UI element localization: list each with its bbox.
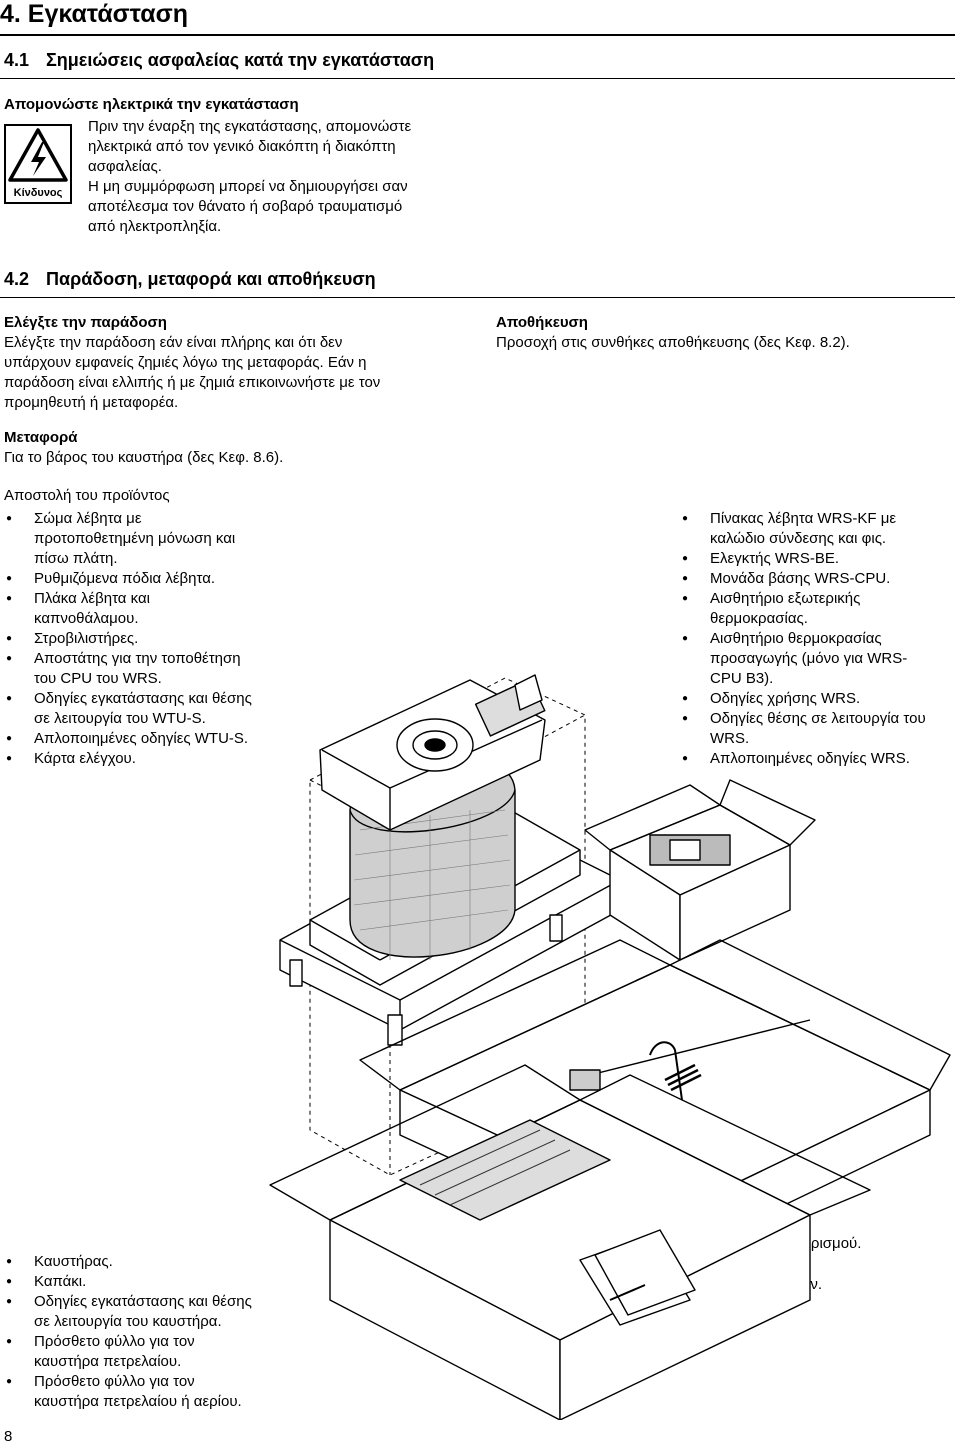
- list-item-line: Οδηγίες χρήσης WRS.: [710, 690, 861, 707]
- check-delivery-heading: Ελέγξτε την παράδοση: [4, 314, 167, 331]
- text-line: Ελέγξτε την παράδοση εάν είναι πλήρης κα…: [4, 334, 343, 351]
- list-item-line: Αποστάτης για την τοποθέτηση: [34, 650, 241, 667]
- list-item-line: Οδηγίες εγκατάστασης και θέσης: [34, 690, 252, 707]
- text-line: ασφαλείας.: [88, 158, 162, 175]
- list-item-line: καυστήρα πετρελαίου.: [34, 1353, 182, 1370]
- list-item-line: Πίνακας λέβητα WRS-KF με: [710, 510, 897, 527]
- list-item-line: Απλοποιημένες οδηγίες WRS.: [710, 750, 910, 767]
- list-item: Πρόσθετο φύλλο για τον καυστήρα πετρελαίο…: [4, 1332, 304, 1372]
- text-line: ηλεκτρικά από τον γενικό διακόπτη ή διακ…: [88, 138, 396, 155]
- list-item-line: καλώδιο σύνδεσης και φις.: [710, 530, 887, 547]
- storage-heading: Αποθήκευση: [496, 314, 588, 331]
- storage-text: Προσοχή στις συνθήκες αποθήκευσης (δες Κ…: [496, 334, 850, 351]
- list-item: Σώμα λέβητα με προτοποθετημένη μόνωση και…: [4, 509, 304, 569]
- list-item-line: Σώμα λέβητα με: [34, 510, 142, 527]
- list-item-line: Στροβιλιστήρες.: [34, 630, 139, 647]
- text-line: υπάρχουν εμφανείς ζημιές λόγω της μεταφο…: [4, 354, 367, 371]
- list-item: Αποστάτης για την τοποθέτηση του CPU του …: [4, 649, 304, 689]
- list-item-line: Πρόσθετο φύλλο για τον: [34, 1333, 195, 1350]
- list-item-line: Πλάκα λέβητα και: [34, 590, 150, 607]
- text-line: από ηλεκτροπληξία.: [88, 218, 222, 235]
- transport-heading: Μεταφορά: [4, 429, 78, 446]
- isolate-text: Πριν την έναρξη της εγκατάστασης, απομον…: [88, 117, 468, 237]
- list-item: Οδηγίες εγκατάστασης και θέσης σε λειτουρ…: [4, 1292, 304, 1332]
- list-item-line: Ρυθμιζόμενα πόδια λέβητα.: [34, 570, 216, 587]
- page-number: 8: [4, 1428, 13, 1445]
- list-item-line: σε λειτουργία του WTU-S.: [34, 710, 206, 727]
- list-item-line: Ελεγκτής WRS-BE.: [710, 550, 840, 567]
- text-line: Πριν την έναρξη της εγκατάστασης, απομον…: [88, 118, 412, 135]
- list-item-line: προσαγωγής (μόνο για WRS-: [710, 650, 908, 667]
- shipment-list-boiler: Σώμα λέβητα με προτοποθετημένη μόνωση και…: [4, 509, 304, 769]
- list-item-line: προτοποθετημένη μόνωση και: [34, 530, 236, 547]
- list-item-line: πίσω πλάτη.: [34, 550, 118, 567]
- list-item-line: Οδηγίες θέσης σε λειτουργία του: [710, 710, 926, 727]
- list-item-line: WRS.: [710, 730, 750, 747]
- section-title: 4. Εγκατάσταση: [0, 0, 955, 36]
- isolate-subheading: Απομονώστε ηλεκτρικά την εγκατάσταση: [4, 96, 299, 113]
- section-4-1-title: Σημειώσεις ασφαλείας κατά την εγκατάστασ…: [46, 50, 435, 70]
- shipment-list-burner: Καυστήρας. Καπάκι. Οδηγίες εγκατάστασης κα…: [4, 1252, 304, 1412]
- transport-text: Για το βάρος του καυστήρα (δες Κεφ. 8.6)…: [4, 449, 284, 466]
- shipment-illustration: [269, 674, 951, 1420]
- list-item: Πίνακας λέβητα WRS-KF με καλώδιο σύνδεσης…: [680, 509, 956, 549]
- section-4-2-title: Παράδοση, μεταφορά και αποθήκευση: [46, 269, 376, 289]
- list-item-line: Κάρτα ελέγχου.: [34, 750, 136, 767]
- list-item: Αισθητήριο εξωτερικής θερμοκρασίας.: [680, 589, 956, 629]
- text-line: Η μη συμμόρφωση μπορεί να δημιουργήσει σ…: [88, 178, 408, 195]
- list-item: Οδηγίες εγκατάστασης και θέσης σε λειτουρ…: [4, 689, 304, 729]
- section-4-1-heading: 4.1 Σημειώσεις ασφαλείας κατά την εγκατάσ…: [0, 50, 956, 79]
- list-item-line: καπνοθάλαμου.: [34, 610, 139, 627]
- list-item: Ελεγκτής WRS-BE.: [680, 549, 956, 569]
- danger-label: Κίνδυνος: [13, 187, 63, 199]
- text-line: παράδοση είναι ελλιπής ή με ζημιά επικοι…: [4, 374, 381, 391]
- list-item-line: σε λειτουργία του καυστήρα.: [34, 1313, 222, 1330]
- list-item: Πρόσθετο φύλλο για τον καυστήρα πετρελαίο…: [4, 1372, 304, 1412]
- list-item-line: Οδηγίες εγκατάστασης και θέσης: [34, 1293, 252, 1310]
- list-item-line: καυστήρα πετρελαίου ή αερίου.: [34, 1393, 242, 1410]
- list-item-line: Καυστήρας.: [34, 1253, 113, 1270]
- list-item: Απλοποιημένες οδηγίες WRS.: [680, 749, 956, 769]
- section-4-2-number: 4.2: [4, 269, 30, 289]
- list-item: Καυστήρας.: [4, 1252, 304, 1272]
- section-4-2-heading: 4.2 Παράδοση, μεταφορά και αποθήκευση: [0, 269, 955, 298]
- list-item-line: θερμοκρασίας.: [710, 610, 808, 627]
- list-item: Αισθητήριο θερμοκρασίας προσαγωγής (μόνο …: [680, 629, 956, 689]
- text-line: προμηθευτή ή μεταφορέα.: [4, 394, 179, 411]
- danger-warning-icon: Κίνδυνος: [4, 124, 72, 204]
- shipment-heading: Αποστολή του προϊόντος: [4, 487, 170, 504]
- list-item-line: CPU B3).: [710, 670, 774, 687]
- transport-block: Μεταφορά Για το βάρος του καυστήρα (δες …: [4, 428, 474, 468]
- list-item-line: Αισθητήριο θερμοκρασίας: [710, 630, 882, 647]
- list-item-line: του CPU του WRS.: [34, 670, 162, 687]
- list-item: Στροβιλιστήρες.: [4, 629, 304, 649]
- list-item-line: Πρόσθετο φύλλο για τον: [34, 1373, 195, 1390]
- shipment-list-controls: Πίνακας λέβητα WRS-KF με καλώδιο σύνδεσης…: [680, 509, 956, 769]
- list-item-line: Απλοποιημένες οδηγίες WTU-S.: [34, 730, 249, 747]
- list-item-line: Αισθητήριο εξωτερικής: [710, 590, 861, 607]
- list-item-line: Καπάκι.: [34, 1273, 87, 1290]
- list-item: Κάρτα ελέγχου.: [4, 749, 304, 769]
- list-item: Καπάκι.: [4, 1272, 304, 1292]
- storage-block: Αποθήκευση Προσοχή στις συνθήκες αποθήκε…: [496, 313, 956, 353]
- list-item: Μονάδα βάσης WRS-CPU.: [680, 569, 956, 589]
- list-item: Ρυθμιζόμενα πόδια λέβητα.: [4, 569, 304, 589]
- section-4-1-number: 4.1: [4, 50, 30, 70]
- check-delivery-block: Ελέγξτε την παράδοση Ελέγξτε την παράδοσ…: [4, 313, 474, 413]
- list-item: Απλοποιημένες οδηγίες WTU-S.: [4, 729, 304, 749]
- list-item-line: Μονάδα βάσης WRS-CPU.: [710, 570, 891, 587]
- text-line: αποτέλεσμα τον θάνατο ή σοβαρό τραυματισ…: [88, 198, 403, 215]
- list-item: Πλάκα λέβητα και καπνοθάλαμου.: [4, 589, 304, 629]
- list-item: Οδηγίες χρήσης WRS.: [680, 689, 956, 709]
